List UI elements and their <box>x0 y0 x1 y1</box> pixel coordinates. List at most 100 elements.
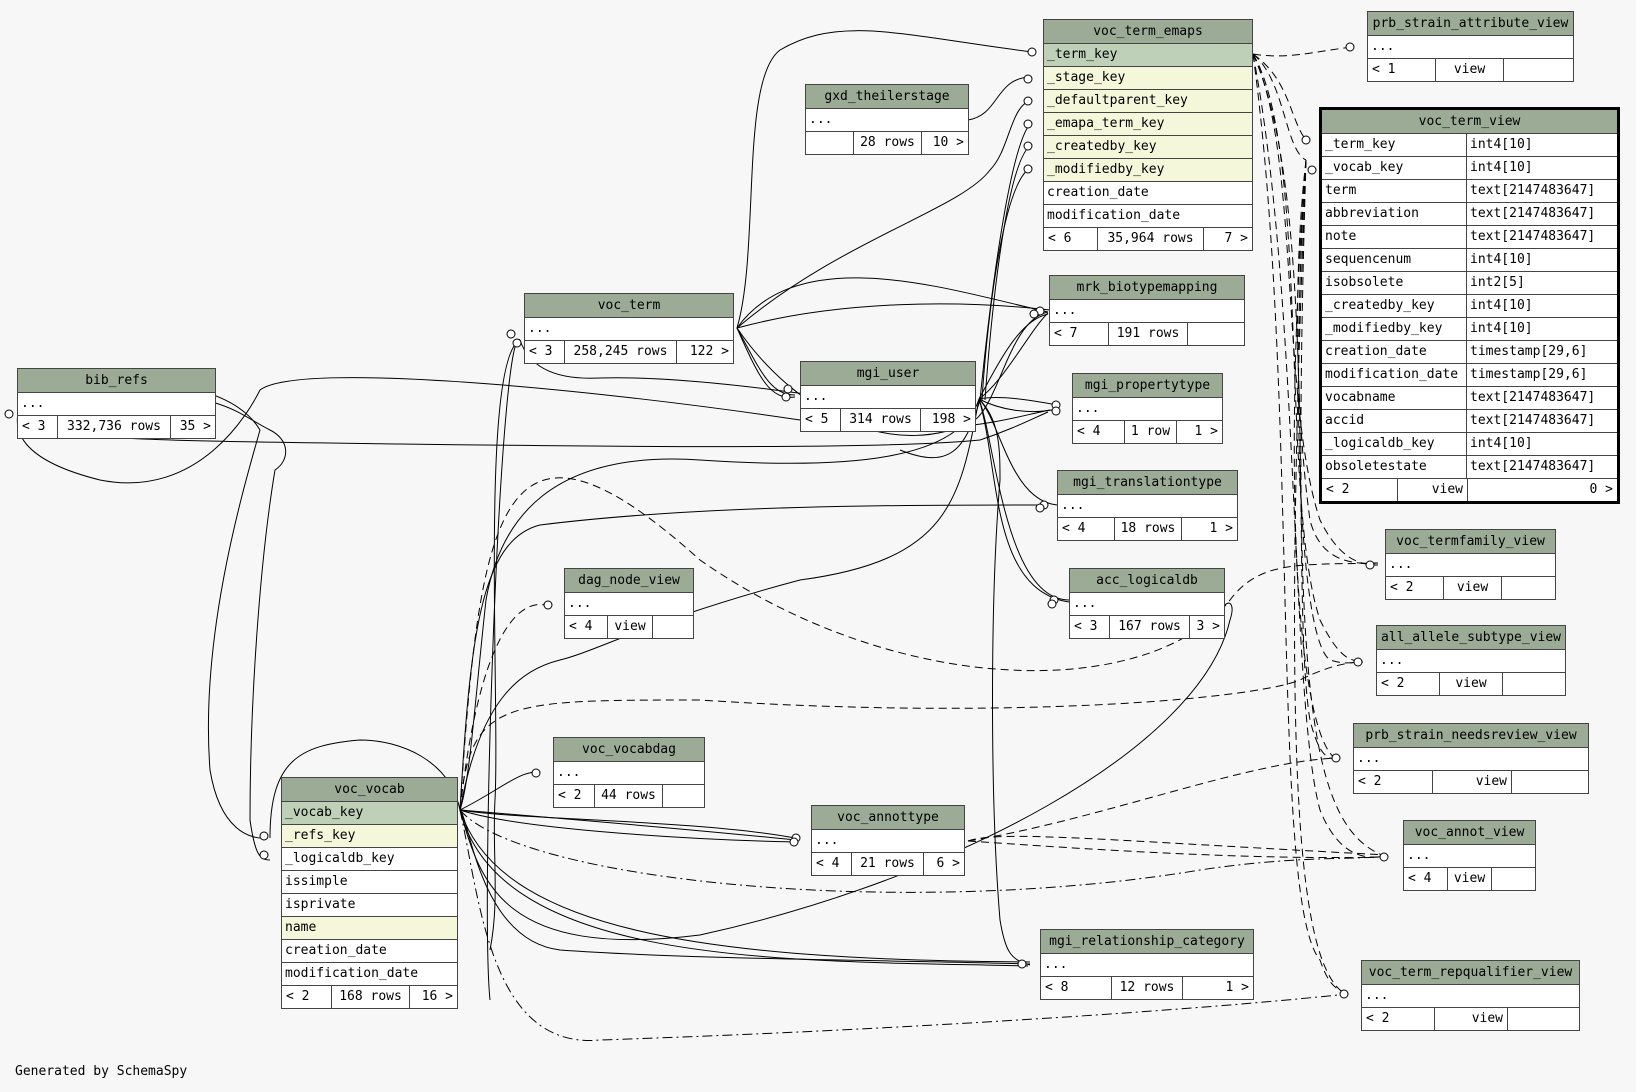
table-title[interactable]: bib_refs <box>18 369 215 393</box>
table-footer: < 8 12 rows 1 > <box>1041 977 1253 999</box>
table-title[interactable]: mgi_propertytype <box>1073 374 1222 398</box>
table-title[interactable]: voc_vocab <box>282 778 457 802</box>
parents-link[interactable]: < 5 <box>801 409 841 431</box>
children-link[interactable] <box>1492 868 1535 890</box>
table-voc-vocab[interactable]: voc_vocab _vocab_key _refs_key _logicald… <box>281 777 458 1009</box>
table-voc-term[interactable]: voc_term ... < 3 258,245 rows 122 > <box>524 293 734 364</box>
table-voc-term-emaps[interactable]: voc_term_emaps _term_key _stage_key _def… <box>1043 19 1253 251</box>
table-footer: < 2 view <box>1377 673 1565 695</box>
children-link[interactable]: 10 > <box>932 135 964 150</box>
table-prb-strain-needsreview-view[interactable]: prb_strain_needsreview_view ... < 2 view <box>1353 723 1589 794</box>
children-link[interactable]: 122 > <box>689 344 729 359</box>
parents-link[interactable]: < 3 <box>1070 616 1110 638</box>
table-title[interactable]: voc_term <box>525 294 733 318</box>
children-link[interactable]: 0 > <box>1589 482 1613 497</box>
children-link[interactable]: 7 > <box>1224 231 1248 246</box>
column-row: ... <box>1377 650 1565 673</box>
children-link[interactable]: 6 > <box>936 856 960 871</box>
table-title[interactable]: mgi_relationship_category <box>1041 930 1253 954</box>
table-mgi-relationship-category[interactable]: mgi_relationship_category ... < 8 12 row… <box>1040 929 1254 1000</box>
children-link[interactable]: 1 > <box>1209 521 1233 536</box>
table-title[interactable]: mgi_translationtype <box>1058 471 1237 495</box>
children-link[interactable] <box>1188 323 1244 345</box>
table-prb-strain-attribute-view[interactable]: prb_strain_attribute_view ... < 1 view <box>1367 11 1574 82</box>
table-voc-term-repqualifier-view[interactable]: voc_term_repqualifier_view ... < 2 view <box>1361 960 1580 1031</box>
children-link[interactable]: 3 > <box>1196 619 1220 634</box>
column-row: _stage_key <box>1044 67 1252 90</box>
parents-link[interactable]: < 2 <box>282 986 332 1008</box>
table-bib-refs[interactable]: bib_refs ... < 3 332,736 rows 35 > <box>17 368 216 439</box>
children-link[interactable]: 198 > <box>931 412 971 427</box>
parents-link[interactable]: < 2 <box>1354 771 1433 793</box>
children-link[interactable]: 1 > <box>1225 980 1249 995</box>
table-title[interactable]: all_allele_subtype_view <box>1377 626 1565 650</box>
parents-link[interactable]: < 7 <box>1050 323 1109 345</box>
view-label: view <box>1448 868 1492 890</box>
table-voc-termfamily-view[interactable]: voc_termfamily_view ... < 2 view <box>1385 529 1556 600</box>
table-gxd-theilerstage[interactable]: gxd_theilerstage ... 28 rows 10 > <box>805 84 969 155</box>
table-footer: < 4 18 rows 1 > <box>1058 518 1237 540</box>
children-link[interactable] <box>663 785 704 807</box>
table-title[interactable]: mrk_biotypemapping <box>1050 276 1244 300</box>
children-link[interactable]: 1 > <box>1194 424 1218 439</box>
children-link[interactable] <box>1503 673 1565 695</box>
parents-link[interactable]: < 2 <box>1322 479 1398 501</box>
table-title[interactable]: voc_term_view <box>1322 110 1617 134</box>
parents-link[interactable] <box>806 132 854 154</box>
parents-link[interactable]: < 6 <box>1044 228 1098 250</box>
children-link[interactable] <box>1502 577 1555 599</box>
children-link[interactable] <box>653 616 693 638</box>
children-link[interactable]: 16 > <box>421 989 453 1004</box>
parents-link[interactable]: < 4 <box>812 853 852 875</box>
parents-link[interactable]: < 3 <box>525 341 565 363</box>
parents-link[interactable]: < 1 <box>1368 59 1436 81</box>
row-count: 12 rows <box>1112 977 1183 999</box>
table-title[interactable]: dag_node_view <box>565 569 693 593</box>
table-title[interactable]: voc_vocabdag <box>554 738 704 762</box>
parents-link[interactable]: < 4 <box>1058 518 1115 540</box>
table-title[interactable]: prb_strain_needsreview_view <box>1354 724 1588 748</box>
table-voc-annot-view[interactable]: voc_annot_view ... < 4 view <box>1403 820 1536 891</box>
table-mgi-user[interactable]: mgi_user ... < 5 314 rows 198 > <box>800 361 976 432</box>
table-title[interactable]: prb_strain_attribute_view <box>1368 12 1573 36</box>
table-voc-annottype[interactable]: voc_annottype ... < 4 21 rows 6 > <box>811 805 965 876</box>
table-title[interactable]: gxd_theilerstage <box>806 85 968 109</box>
children-link[interactable] <box>1512 771 1588 793</box>
parents-link[interactable]: < 4 <box>1073 421 1125 443</box>
view-label: view <box>1444 577 1502 599</box>
table-title[interactable]: voc_termfamily_view <box>1386 530 1555 554</box>
table-all-allele-subtype-view[interactable]: all_allele_subtype_view ... < 2 view <box>1376 625 1566 696</box>
table-mgi-propertytype[interactable]: mgi_propertytype ... < 4 1 row 1 > <box>1072 373 1223 444</box>
parents-link[interactable]: < 2 <box>1386 577 1444 599</box>
parents-link[interactable]: < 2 <box>554 785 595 807</box>
table-title[interactable]: voc_term_emaps <box>1044 20 1252 44</box>
children-link[interactable] <box>1504 59 1573 81</box>
table-title[interactable]: mgi_user <box>801 362 975 386</box>
table-title[interactable]: voc_annot_view <box>1404 821 1535 845</box>
parents-link[interactable]: < 2 <box>1377 673 1440 695</box>
table-voc-vocabdag[interactable]: voc_vocabdag ... < 2 44 rows <box>553 737 705 808</box>
table-dag-node-view[interactable]: dag_node_view ... < 4 view <box>564 568 694 639</box>
children-link[interactable]: 35 > <box>179 419 211 434</box>
parents-link[interactable]: < 4 <box>565 616 608 638</box>
table-mgi-translationtype[interactable]: mgi_translationtype ... < 4 18 rows 1 > <box>1057 470 1238 541</box>
parents-link[interactable]: < 3 <box>18 416 58 438</box>
table-title[interactable]: acc_logicaldb <box>1070 569 1224 593</box>
parents-link[interactable]: < 2 <box>1362 1008 1435 1030</box>
table-mrk-biotypemapping[interactable]: mrk_biotypemapping ... < 7 191 rows <box>1049 275 1245 346</box>
parents-link[interactable]: < 4 <box>1404 868 1448 890</box>
table-acc-logicaldb[interactable]: acc_logicaldb ... < 3 167 rows 3 > <box>1069 568 1225 639</box>
table-title[interactable]: voc_annottype <box>812 806 964 830</box>
table-title[interactable]: voc_term_repqualifier_view <box>1362 961 1579 985</box>
children-link[interactable] <box>1508 1008 1579 1030</box>
table-footer: < 2 168 rows 16 > <box>282 986 457 1008</box>
column-row: ... <box>801 386 975 409</box>
view-label: view <box>1398 479 1468 501</box>
column-row: ... <box>565 593 693 616</box>
parents-link[interactable]: < 8 <box>1041 977 1112 999</box>
